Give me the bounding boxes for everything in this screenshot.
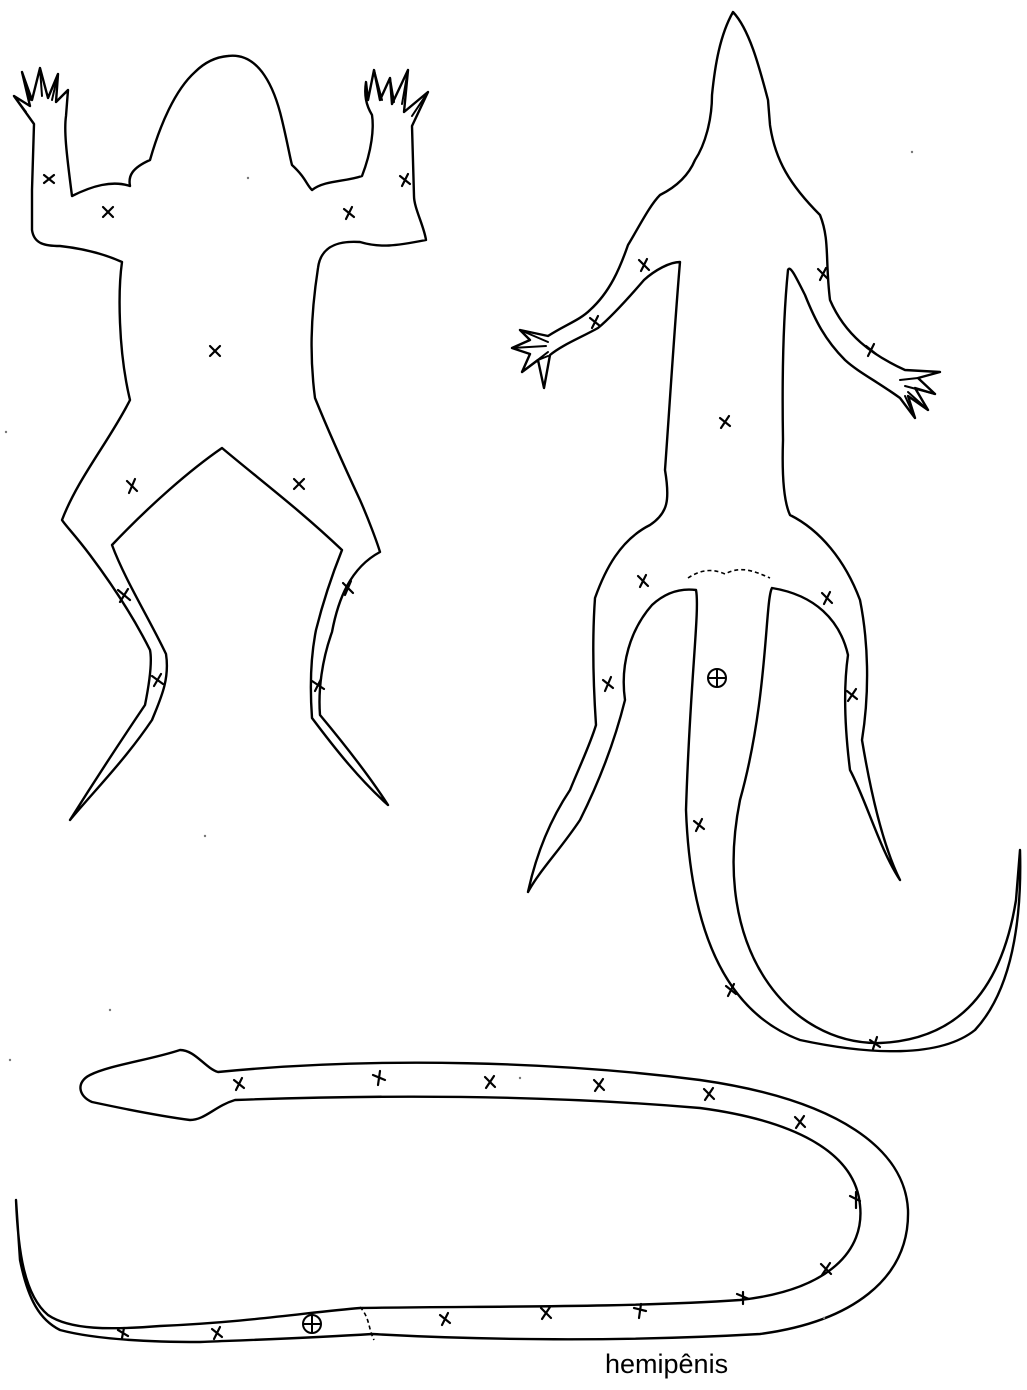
lizard-mark-right-thigh (822, 592, 832, 604)
snake-hemipenis-marker (303, 1315, 321, 1333)
lizard-mark-right-shank (847, 689, 857, 701)
frog-mark-left-hand (44, 175, 54, 183)
snake-outline (16, 1050, 908, 1342)
frog-mark-left-foot (152, 674, 163, 686)
snake-mark-12 (440, 1313, 450, 1325)
lizard-mark-left-forearm (590, 316, 600, 328)
lizard-mark-right-forearm (866, 344, 876, 356)
snake-mark-11 (541, 1307, 551, 1319)
frog-mark-right-arm (344, 207, 354, 219)
snake-mark-4 (594, 1079, 604, 1091)
snake-mark-3 (485, 1076, 495, 1088)
lizard-right-hand-digits (900, 378, 935, 418)
hemipenis-label: hemipênis (605, 1349, 728, 1380)
lizard-mark-tail-1 (694, 819, 704, 831)
snake-mark-13 (212, 1327, 222, 1339)
frog-mark-right-hand (400, 174, 410, 186)
frog-mark-belly (210, 346, 220, 356)
snake-mark-2 (373, 1071, 385, 1085)
lizard-figure (512, 12, 1020, 1051)
frog-mark-right-thigh (294, 479, 304, 489)
frog-mark-left-thigh (127, 479, 137, 493)
snake-mark-6 (795, 1116, 805, 1128)
lizard-mark-left-arm (639, 259, 649, 271)
lizard-outline (512, 12, 1020, 1051)
lizard-hemipenis-marker (708, 669, 726, 687)
frog-figure (14, 56, 428, 820)
snake-mark-10 (634, 1304, 646, 1318)
frog-outline (14, 56, 428, 820)
lizard-cloaca-line (688, 570, 770, 578)
snake-figure (16, 1050, 908, 1342)
lizard-mark-left-thigh (638, 575, 648, 587)
snake-mark-5 (704, 1088, 714, 1100)
frog-mark-right-foot (312, 679, 324, 691)
snake-mark-9 (737, 1292, 749, 1304)
snake-mark-14 (118, 1328, 128, 1338)
frog-mark-left-arm (103, 207, 113, 217)
lizard-mark-left-shank (603, 677, 613, 691)
lizard-mark-belly (720, 416, 730, 428)
snake-mark-1 (234, 1078, 244, 1090)
